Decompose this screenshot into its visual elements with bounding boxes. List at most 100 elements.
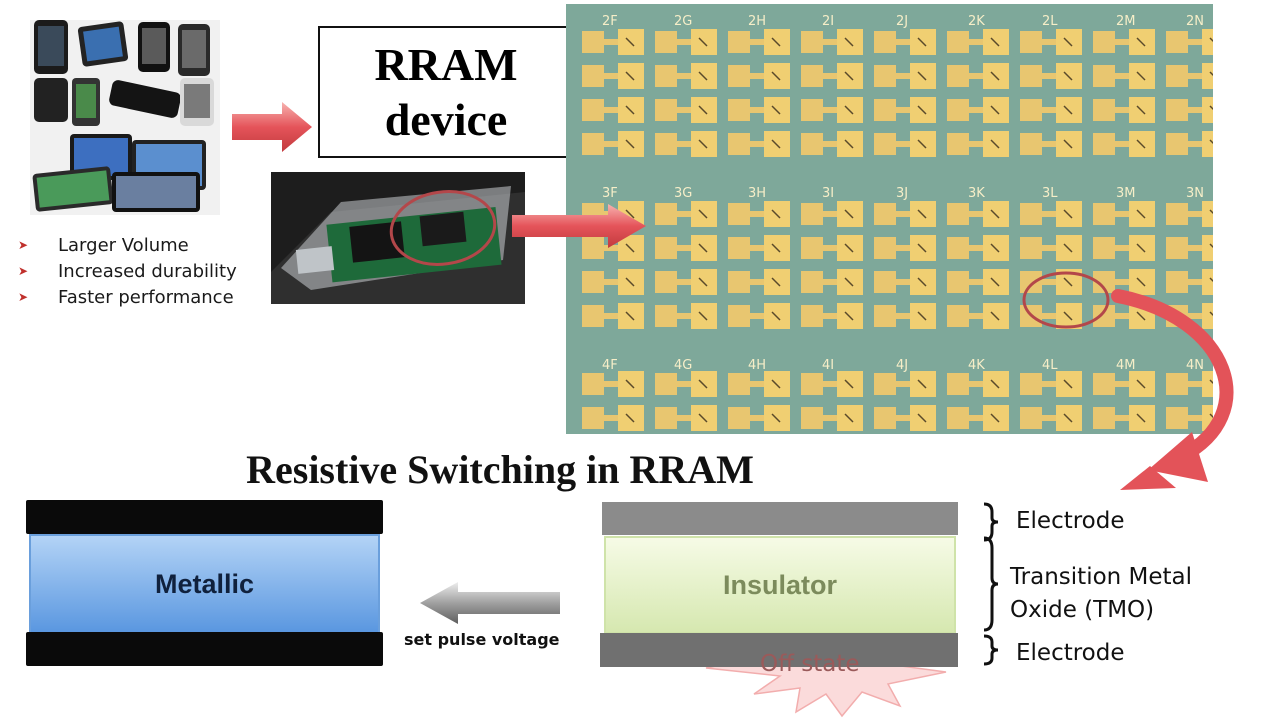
chip-cell-label: 3M: [1116, 186, 1136, 201]
devices-illustration: [32, 20, 214, 212]
electrode-pad: [874, 29, 936, 55]
chip-cell-label: 4H: [748, 358, 767, 373]
electrode-pad: [1020, 29, 1082, 55]
tmo-label: Transition Metal Oxide (TMO): [1010, 561, 1192, 627]
electrode-pad: [655, 97, 717, 123]
electrode-pad: [1020, 131, 1082, 157]
electrode-pad: [655, 235, 717, 261]
electrode-pad: [582, 405, 644, 431]
electrode-pad: [1166, 235, 1213, 261]
electrode-pad: [728, 63, 790, 89]
metallic-layer: Metallic: [29, 534, 380, 634]
electrode-pad: [801, 269, 863, 295]
electrode-pad: [1020, 63, 1082, 89]
rram-device-box: RRAM device: [318, 26, 574, 158]
electrode-pad: [728, 97, 790, 123]
electrode-pad: [728, 235, 790, 261]
arrow-bullet-icon: ➤: [18, 238, 29, 252]
electrode-pad: [801, 201, 863, 227]
electrode-pad: [1093, 63, 1155, 89]
electrode-pad: [1020, 405, 1082, 431]
electrode-pad: [582, 29, 644, 55]
electrode-pad: [655, 303, 717, 329]
chip-cell-label: 4L: [1042, 358, 1058, 373]
electrode-pad: [582, 371, 644, 397]
electrode-pad: [1093, 201, 1155, 227]
bottom-electrode-label: Electrode: [1016, 640, 1125, 666]
electrode-pad: [874, 371, 936, 397]
bottom-electrode-metallic: [26, 632, 383, 666]
chip-cell-label: 4G: [674, 358, 693, 373]
chip-cell-label: 3I: [822, 186, 835, 201]
tmo-label-line: Transition Metal: [1010, 564, 1193, 590]
electrode-pad: [801, 29, 863, 55]
devices-photo: [30, 20, 220, 215]
electrode-pad: [947, 405, 1009, 431]
electrode-pad: [801, 131, 863, 157]
insulator-layer: Insulator: [604, 536, 956, 634]
chip-cell-label: 2K: [968, 14, 985, 29]
electrode-pad: [728, 201, 790, 227]
electrode-pad: [1093, 405, 1155, 431]
page-title: Resistive Switching in RRAM: [246, 447, 754, 492]
arrow-bullet-icon: ➤: [18, 290, 29, 304]
brace-icon: [983, 502, 999, 542]
electrode-pad: [655, 63, 717, 89]
electrode-pad-array: [582, 29, 1213, 431]
electrode-pad: [801, 303, 863, 329]
layer-braces: [983, 502, 999, 666]
electrode-pad: [1020, 371, 1082, 397]
top-electrode-label: Electrode: [1016, 508, 1125, 534]
right-arrow-icon: [232, 102, 312, 152]
electrode-pad: [1166, 269, 1213, 295]
left-arrow-icon: [420, 582, 560, 624]
electrode-pad: [1093, 371, 1155, 397]
usb-drive-photo: [271, 172, 525, 304]
electrode-pad: [874, 303, 936, 329]
chip-cell-label: 3L: [1042, 186, 1058, 201]
electrode-pad: [655, 405, 717, 431]
electrode-pad: [1166, 63, 1213, 89]
electrode-pad: [874, 405, 936, 431]
chip-cell-label: 2N: [1186, 14, 1204, 29]
set-pulse-voltage-label: set pulse voltage: [404, 630, 560, 649]
electrode-pad: [1093, 269, 1155, 295]
electrode-pad: [582, 303, 644, 329]
off-state-label: Off state: [760, 651, 860, 677]
electrode-pad: [1166, 405, 1213, 431]
electrode-pad: [947, 97, 1009, 123]
electrode-pad: [1093, 131, 1155, 157]
benefit-item: ➤Faster performance: [18, 286, 234, 308]
chip-cell-label: 3H: [748, 186, 767, 201]
curved-arrow-icon: [1111, 289, 1234, 490]
benefit-item: ➤Increased durability: [18, 260, 237, 282]
electrode-pad: [582, 63, 644, 89]
electrode-pad: [947, 269, 1009, 295]
electrode-pad: [1020, 201, 1082, 227]
electrode-pad: [1020, 97, 1082, 123]
chip-cell-label: 2G: [674, 14, 693, 29]
brace-icon: [983, 634, 999, 666]
electrode-pad: [1166, 131, 1213, 157]
electrode-pad: [874, 131, 936, 157]
arrow-bullet-icon: ➤: [18, 264, 29, 278]
chip-cell-label: 3K: [968, 186, 985, 201]
electrode-pad: [582, 131, 644, 157]
chip-cell-label: 3J: [896, 186, 909, 201]
electrode-pad: [728, 303, 790, 329]
benefits-list: ➤Larger Volume ➤Increased durability ➤Fa…: [18, 232, 237, 310]
electrode-pad: [728, 29, 790, 55]
chip-cell-label: 4M: [1116, 358, 1136, 373]
chip-cell-label: 3N: [1186, 186, 1204, 201]
electrode-pad: [655, 29, 717, 55]
chip-cell-label: 2M: [1116, 14, 1136, 29]
electrode-pad: [874, 63, 936, 89]
chip-cell-label: 4K: [968, 358, 985, 373]
electrode-pad: [801, 405, 863, 431]
chip-cell-label: 4I: [822, 358, 835, 373]
electrode-pad: [728, 405, 790, 431]
chip-cell-label: 3G: [674, 186, 693, 201]
highlight-circle: [1022, 271, 1110, 329]
chip-cell-label: 2H: [748, 14, 767, 29]
